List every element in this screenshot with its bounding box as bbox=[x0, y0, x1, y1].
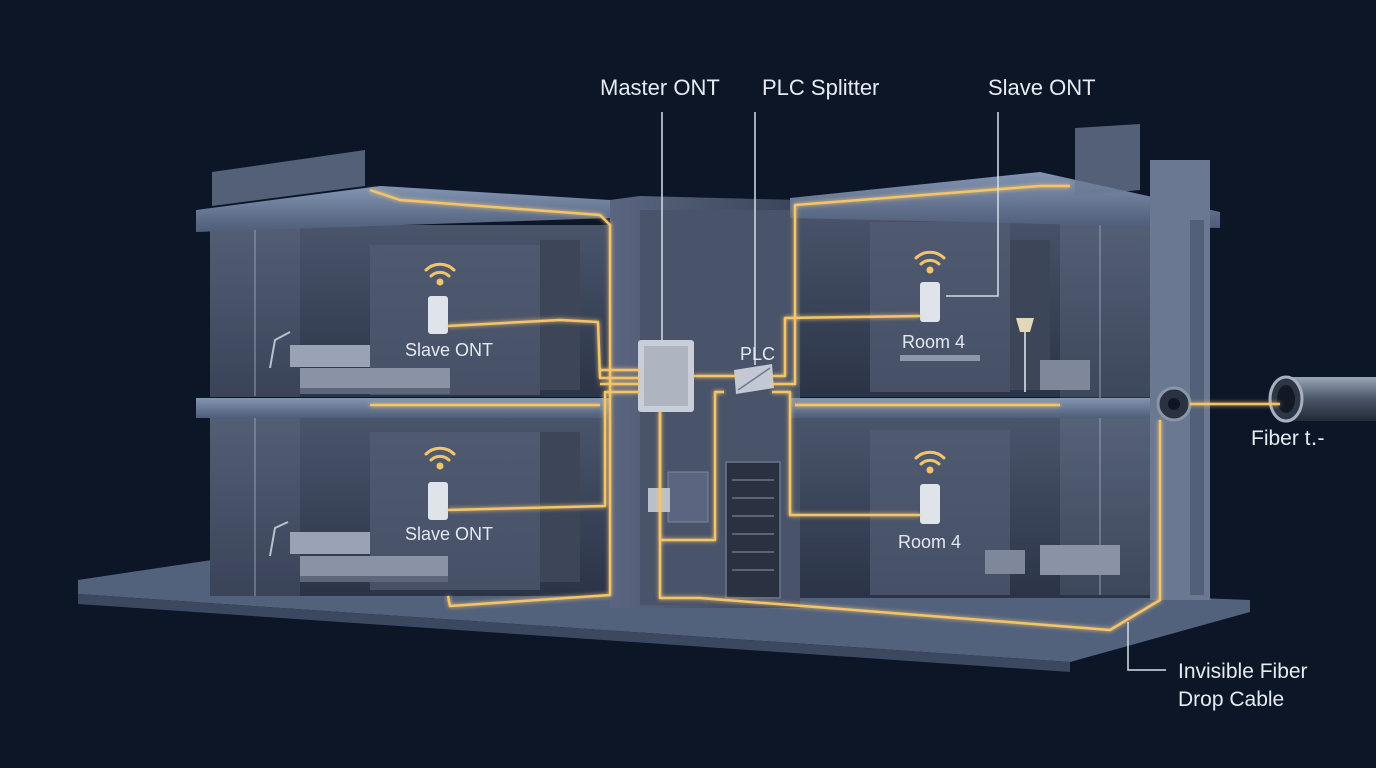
plc-splitter-label: PLC Splitter bbox=[762, 75, 879, 100]
router-icon bbox=[428, 296, 448, 334]
router-icon bbox=[920, 484, 940, 524]
fiber-entry-label: Fiber t․- bbox=[1251, 427, 1325, 450]
conduit-pipe-icon bbox=[1268, 375, 1376, 423]
drop-cable-label-line2: Drop Cable bbox=[1178, 688, 1284, 711]
wifi-icon bbox=[424, 446, 456, 470]
bed-icon bbox=[290, 532, 448, 582]
lamp-icon bbox=[269, 331, 291, 557]
router-icon bbox=[920, 282, 940, 322]
right-wing bbox=[790, 124, 1220, 600]
master-ont-label: Master ONT bbox=[600, 75, 720, 100]
room-top-left-label: Slave ONT bbox=[405, 340, 493, 360]
slave-ont-top-label: Slave ONT bbox=[988, 75, 1096, 100]
room-bottom-right-label: Room 4 bbox=[898, 532, 961, 552]
fiber-routes bbox=[369, 184, 1280, 632]
router-icon bbox=[428, 482, 448, 520]
plc-label: PLC bbox=[740, 344, 775, 364]
lamp-icon bbox=[1016, 318, 1034, 392]
room-bottom-left-label: Slave ONT bbox=[405, 524, 493, 544]
wifi-icon bbox=[914, 250, 946, 274]
leader-lines bbox=[661, 112, 1166, 671]
server-rack-icon bbox=[725, 461, 781, 599]
drop-cable-label-line1: Invisible Fiber bbox=[1178, 660, 1308, 683]
central-shaft bbox=[610, 196, 800, 608]
wifi-icon bbox=[914, 450, 946, 474]
desk-icon bbox=[900, 355, 1120, 575]
wifi-icon bbox=[424, 262, 456, 286]
bed-icon bbox=[290, 345, 450, 394]
room-top-right-label: Room 4 bbox=[902, 332, 965, 352]
left-wing bbox=[196, 150, 610, 596]
